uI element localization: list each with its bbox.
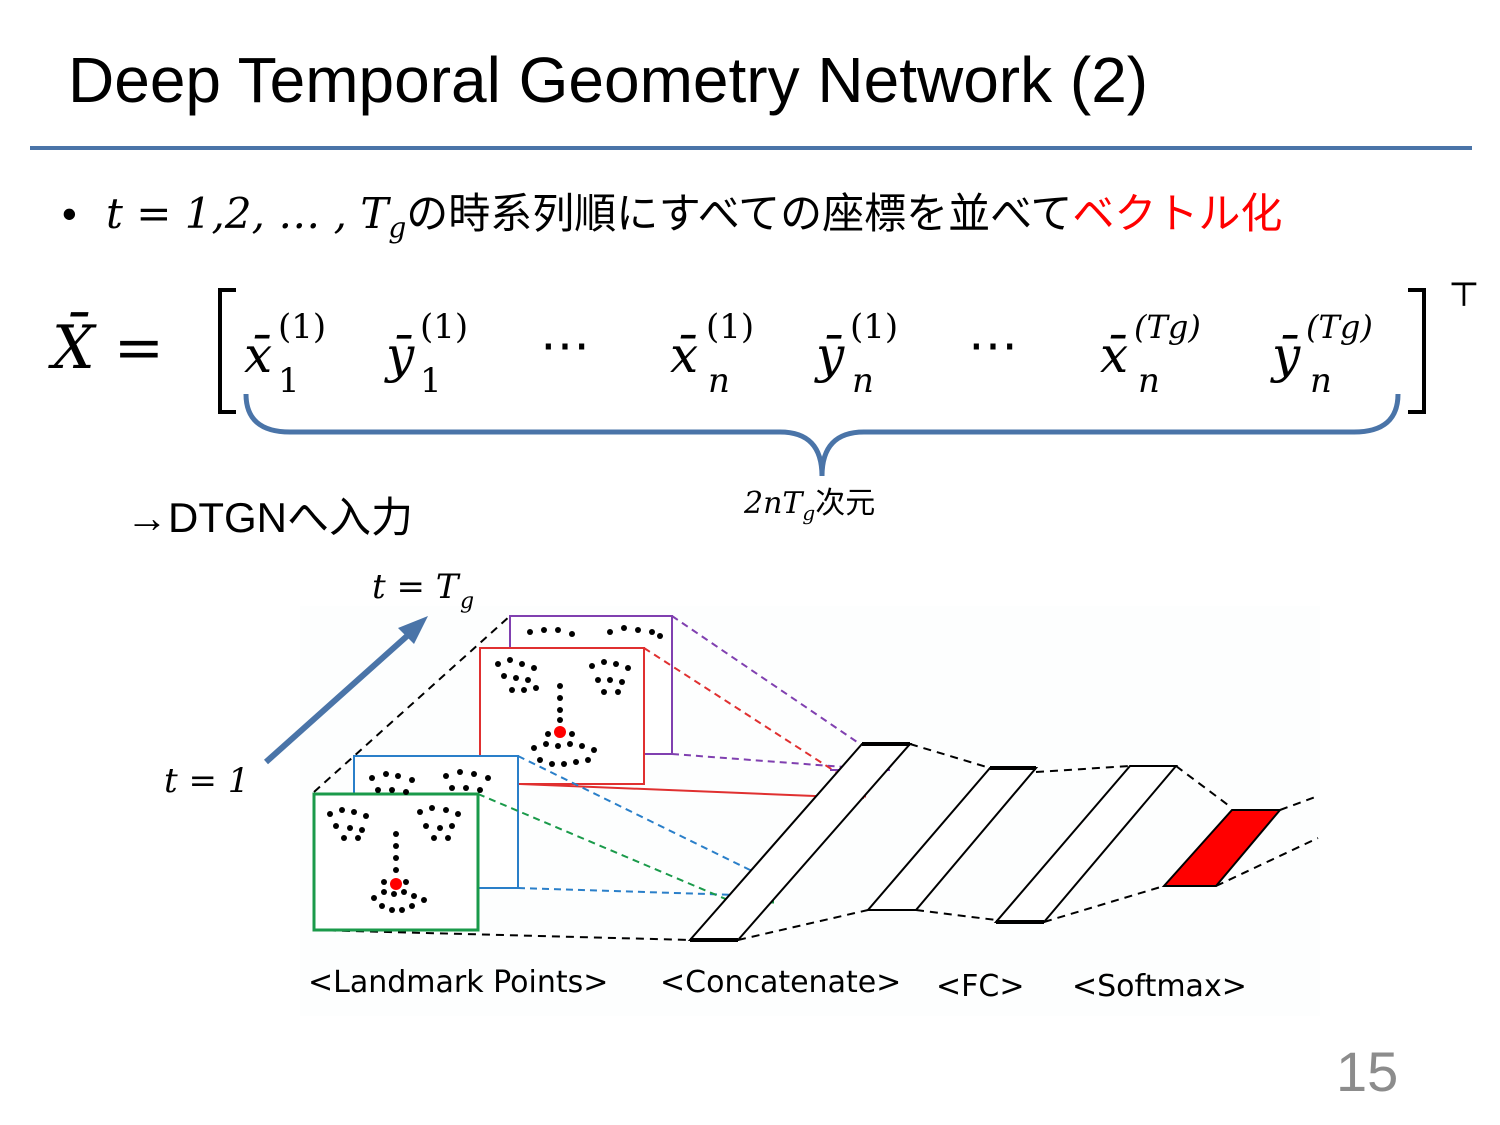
stage-label-landmark: <Landmark Points> xyxy=(308,965,608,1000)
bullet-dot-icon: • xyxy=(62,190,77,237)
frame-red xyxy=(479,647,645,785)
slide-title: Deep Temporal Geometry Network (2) xyxy=(68,44,1149,116)
svg-text:n: n xyxy=(708,361,730,401)
stage-label-softmax: <Softmax> xyxy=(1072,969,1247,1004)
vector-equation: X̄ = ⊤ x̄ (1) 1 ȳ (1) 1 ⋯ x̄ (1) n ȳ (… xyxy=(48,275,1480,414)
svg-text:(1): (1) xyxy=(706,307,754,347)
time-range-math: t = 1,2, … , T xyxy=(106,189,389,238)
time-end-sub: g xyxy=(460,589,474,614)
equation-ellipsis: ⋯ xyxy=(968,316,1018,374)
svg-text:x̄: x̄ xyxy=(244,326,272,384)
svg-text:x̄: x̄ xyxy=(1100,326,1128,384)
stage-label-concatenate: <Concatenate> xyxy=(660,965,901,1000)
svg-text:1: 1 xyxy=(420,361,442,401)
svg-text:n: n xyxy=(1138,361,1160,401)
svg-text:ȳ: ȳ xyxy=(1270,326,1301,384)
left-bracket xyxy=(218,288,236,414)
equation-term: x̄ (1) n xyxy=(670,307,754,401)
stage-label-fc: <FC> xyxy=(936,969,1024,1004)
title-divider xyxy=(30,146,1472,150)
softmax-layer xyxy=(1161,809,1283,887)
bullet-highlight: ベクトル化 xyxy=(1072,189,1283,238)
svg-text:(Tg): (Tg) xyxy=(1134,308,1201,346)
dtgn-diagram: <Landmark Points> <Concatenate> <FC> <So… xyxy=(164,567,1320,1016)
svg-text:⋯: ⋯ xyxy=(968,316,1018,374)
layer-links xyxy=(737,743,1319,941)
transpose-symbol: ⊤ xyxy=(1448,275,1480,315)
equation-lhs: X̄ = xyxy=(48,312,164,383)
svg-text:n: n xyxy=(852,361,874,401)
landmark-dots xyxy=(327,625,663,913)
bullet-text: の時系列順にすべての座標を並べて xyxy=(406,189,1073,238)
bullet-item: • t = 1,2, … , Tgの時系列順にすべての座標を並べてベクトル化 xyxy=(62,186,1282,256)
underbrace xyxy=(243,393,1401,477)
equation-term: x̄ (1) 1 xyxy=(244,307,326,401)
svg-text:ȳ: ȳ xyxy=(384,326,415,384)
anchor-point-icon xyxy=(554,726,566,738)
time-arrow xyxy=(264,625,418,765)
svg-text:(1): (1) xyxy=(850,307,898,347)
page-number: 15 xyxy=(1336,1040,1399,1103)
dtgn-input-note: →DTGNへ入力 xyxy=(126,494,413,541)
equation-ellipsis: ⋯ xyxy=(540,316,590,374)
equation-term: ȳ (Tg) n xyxy=(1270,308,1373,401)
time-end-label: t = T xyxy=(372,567,461,607)
svg-text:(1): (1) xyxy=(420,307,468,347)
svg-text:(Tg): (Tg) xyxy=(1306,308,1373,346)
svg-text:n: n xyxy=(1310,361,1332,401)
time-range-sub: g xyxy=(388,211,407,245)
anchor-point-icon xyxy=(390,878,402,890)
svg-text:ȳ: ȳ xyxy=(814,326,845,384)
equation-term: ȳ (1) n xyxy=(814,307,898,401)
time-arrow-head-icon xyxy=(398,616,428,644)
svg-text:⋯: ⋯ xyxy=(540,316,590,374)
right-bracket xyxy=(1408,288,1426,414)
time-start-label: t = 1 xyxy=(164,761,249,801)
dimension-label: 2nTg次元 xyxy=(744,486,876,525)
svg-text:1: 1 xyxy=(278,361,300,401)
equation-term: x̄ (Tg) n xyxy=(1100,308,1201,401)
svg-text:(1): (1) xyxy=(278,307,326,347)
equation-term: ȳ (1) 1 xyxy=(384,307,468,401)
svg-text:x̄: x̄ xyxy=(670,326,698,384)
frame-green xyxy=(312,792,480,932)
